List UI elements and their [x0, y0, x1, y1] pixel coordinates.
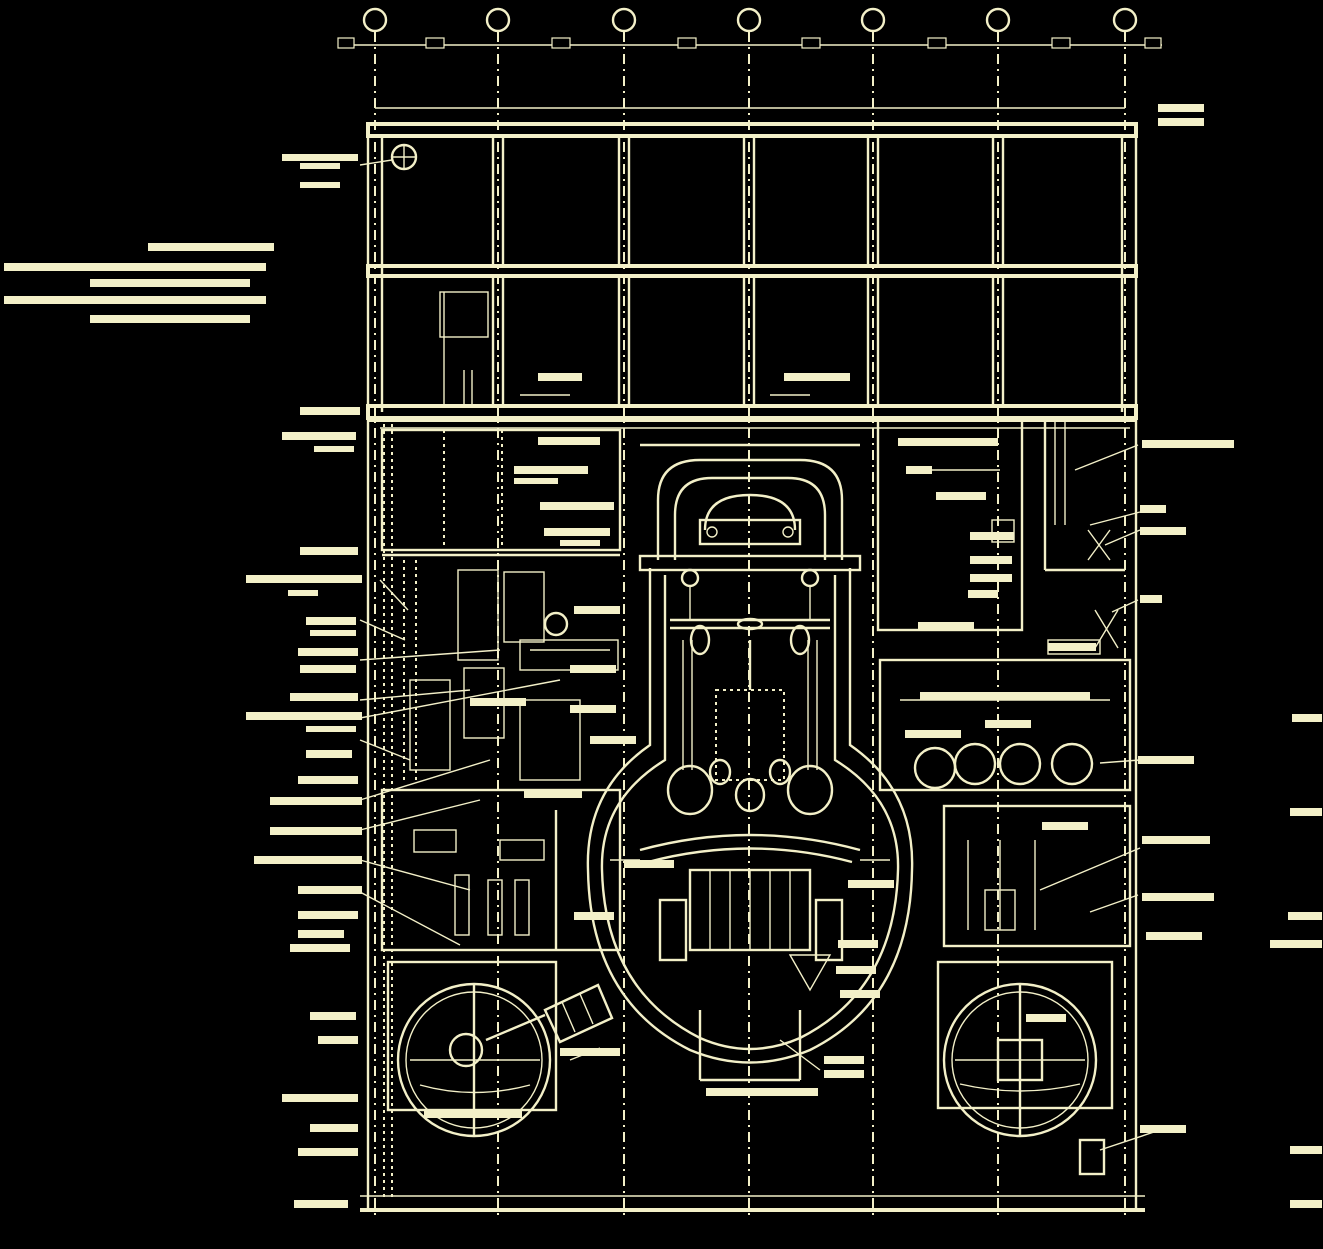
left-circular-pit — [386, 960, 558, 1138]
grid-bubble-6 — [985, 7, 1011, 33]
callout-label-plates — [4, 104, 1322, 1208]
grid-bubble-4 — [736, 7, 762, 33]
grid-bubble-3 — [611, 7, 637, 33]
right-circular-pit — [936, 960, 1114, 1176]
left-equipment-rooms — [380, 428, 622, 952]
grid-bubble-7 — [1112, 7, 1138, 33]
callout-leader-lines — [359, 159, 1161, 1151]
grid-bubble-5 — [860, 7, 886, 33]
right-equipment-rooms — [876, 418, 1132, 948]
grid-bubble-2 — [485, 7, 511, 33]
top-dimension-line — [337, 37, 1162, 49]
column-grid-bubbles — [362, 7, 1138, 33]
grid-bubble-1 — [362, 7, 388, 33]
base-slab — [360, 1195, 1145, 1212]
